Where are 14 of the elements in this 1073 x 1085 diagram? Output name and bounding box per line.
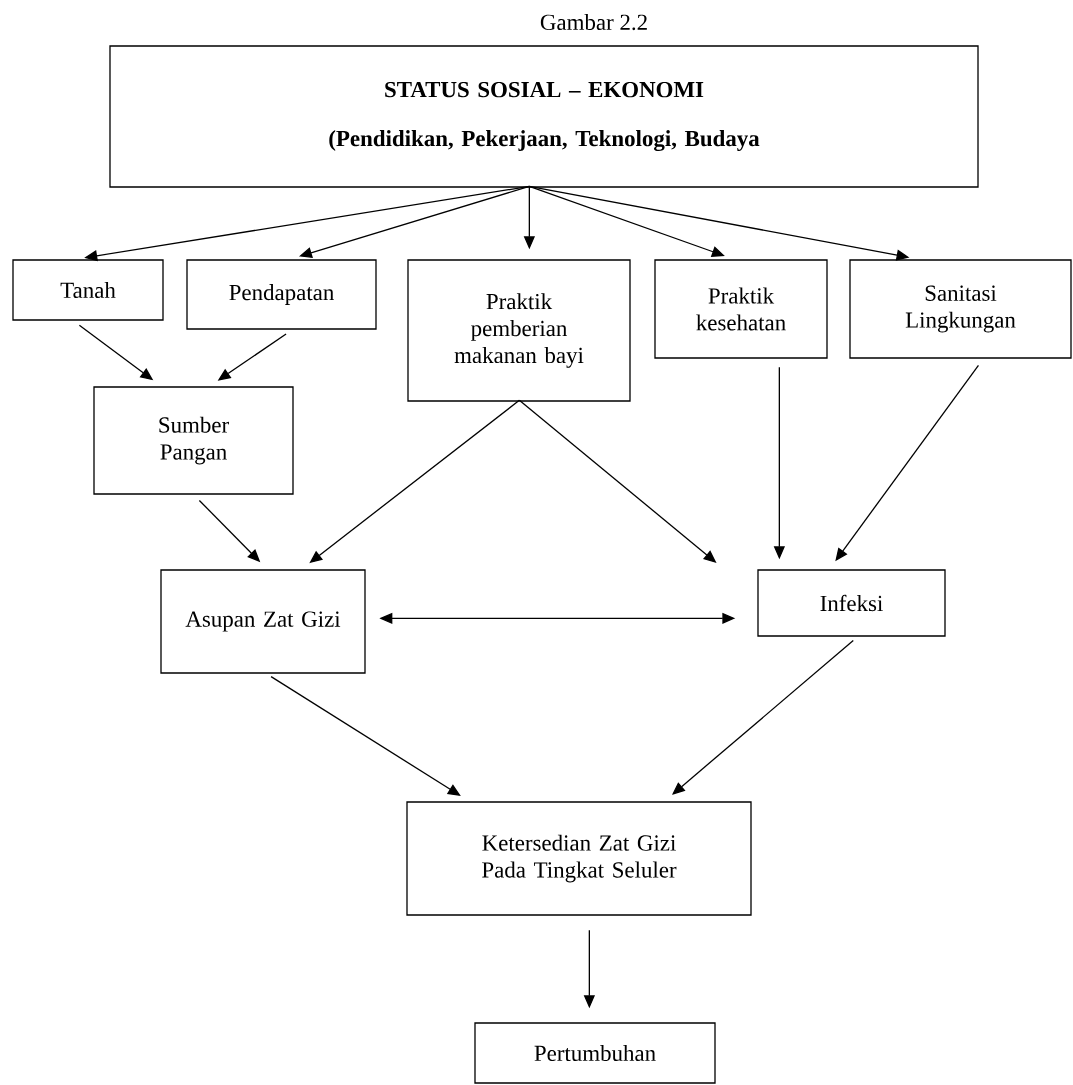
heading-box: STATUS SOSIAL – EKONOMI (Pendidikan, Pekerjaan, Teknologi, Budaya — [109, 45, 979, 188]
process-box: Sumber Pangan — [93, 386, 294, 495]
process-box: Asupan Zat Gizi — [160, 569, 366, 674]
process-box: Praktik kesehatan — [654, 259, 828, 359]
process-box: Sanitasi Lingkungan — [849, 259, 1072, 359]
process-box: Infeksi — [757, 569, 946, 637]
process-box: Pertumbuhan — [474, 1022, 716, 1084]
process-box: Pendapatan — [186, 259, 377, 330]
process-box: Tanah — [12, 259, 164, 321]
arrow — [672, 639, 854, 795]
figure-title: Gambar 2.2 — [540, 13, 647, 31]
process-box: Praktik pemberian makanan bayi — [407, 259, 631, 402]
process-box: Ketersedian Zat Gizi Pada Tingkat Seluler — [406, 801, 752, 916]
arrow — [270, 675, 461, 796]
